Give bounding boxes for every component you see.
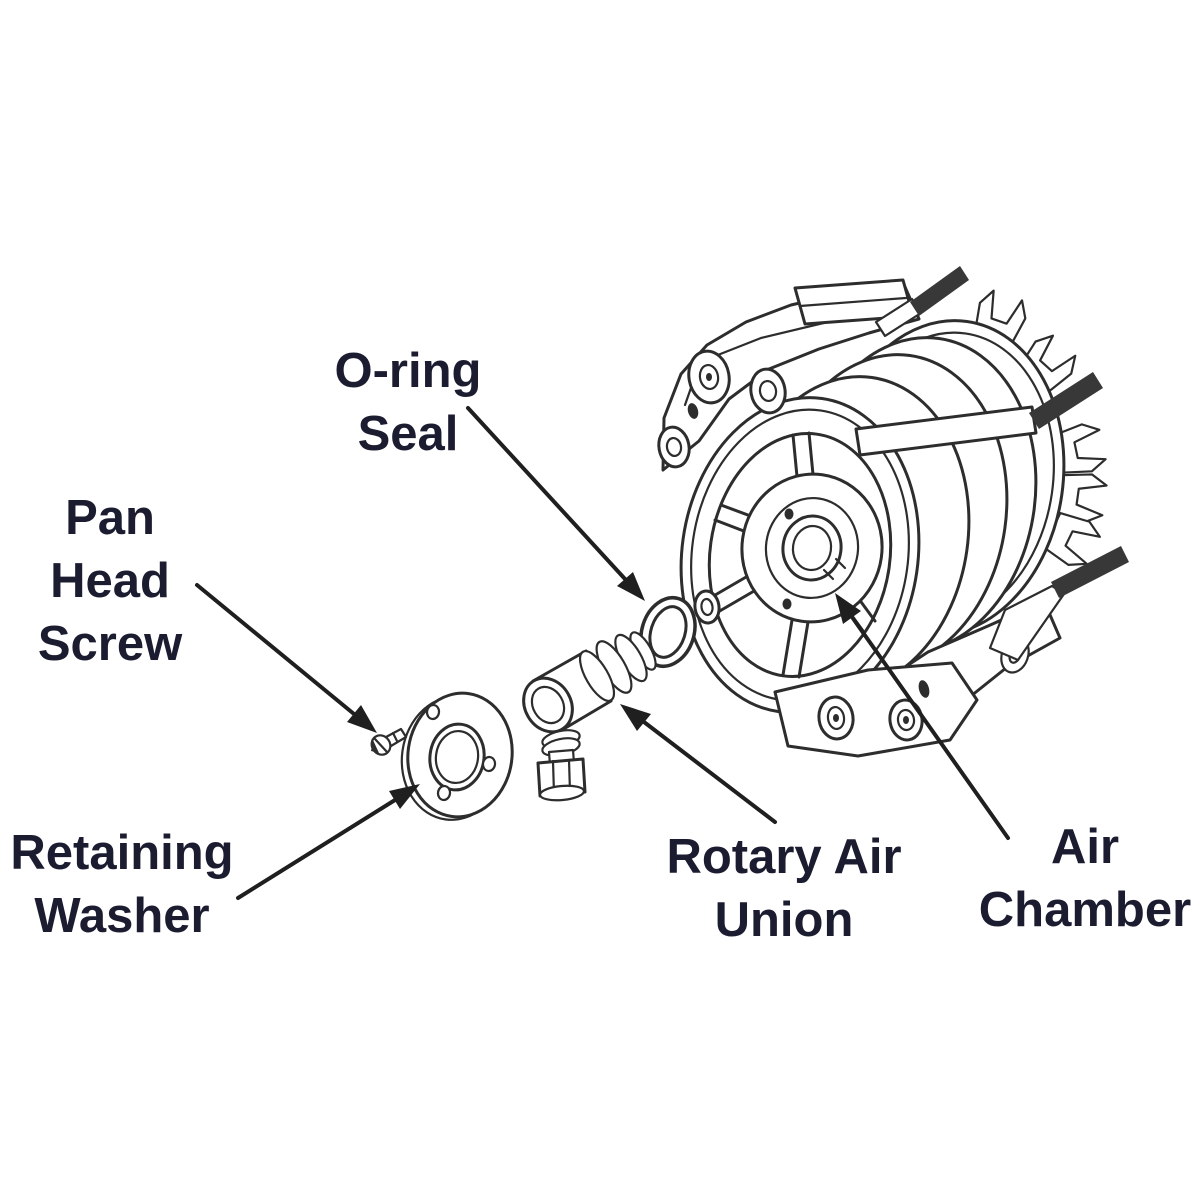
mounting-stud-bottom — [988, 546, 1129, 662]
label-pan-head-screw-line3: Screw — [37, 617, 183, 671]
label-air-chamber-line1: Air — [1050, 820, 1120, 874]
label-pan-head-screw-line2: Head — [50, 554, 170, 608]
leader-arrow-retaining-washer — [236, 784, 420, 900]
label-rotary-air-union: Rotary Air Union — [574, 826, 994, 952]
mounting-bracket-top — [657, 278, 921, 472]
leader-arrow-oring-seal — [466, 406, 645, 601]
label-retaining-washer-line2: Washer — [34, 889, 210, 943]
label-rotary-air-union-line2: Union — [714, 893, 854, 947]
label-pan-head-screw-line1: Pan — [65, 491, 155, 545]
leader-arrows — [195, 406, 1010, 900]
mounting-stud-middle — [854, 372, 1103, 457]
label-rotary-air-union-line1: Rotary Air — [666, 830, 902, 884]
label-oring-seal: O-ring Seal — [198, 340, 618, 466]
label-air-chamber-line2: Chamber — [978, 883, 1192, 937]
label-retaining-washer: Retaining Washer — [0, 822, 332, 948]
leader-arrow-air-chamber — [835, 593, 1010, 840]
oring-seal-drawing — [639, 596, 697, 668]
label-oring-seal-line2: Seal — [357, 407, 459, 461]
label-oring-seal-line1: O-ring — [334, 344, 482, 398]
leader-arrow-pan-head-screw — [195, 583, 377, 733]
mounting-stud-top — [874, 266, 969, 338]
label-air-chamber: Air Chamber — [875, 816, 1200, 942]
rotary-air-union-drawing — [522, 631, 657, 802]
pan-head-screw-drawing — [370, 727, 408, 756]
air-chamber-assembly-drawing — [657, 266, 1129, 758]
label-pan-head-screw: Pan Head Screw — [0, 487, 320, 676]
hub — [740, 472, 884, 624]
leader-arrow-rotary-air-union — [620, 704, 777, 824]
retaining-washer-drawing — [400, 691, 514, 821]
label-retaining-washer-line1: Retaining — [10, 826, 234, 880]
